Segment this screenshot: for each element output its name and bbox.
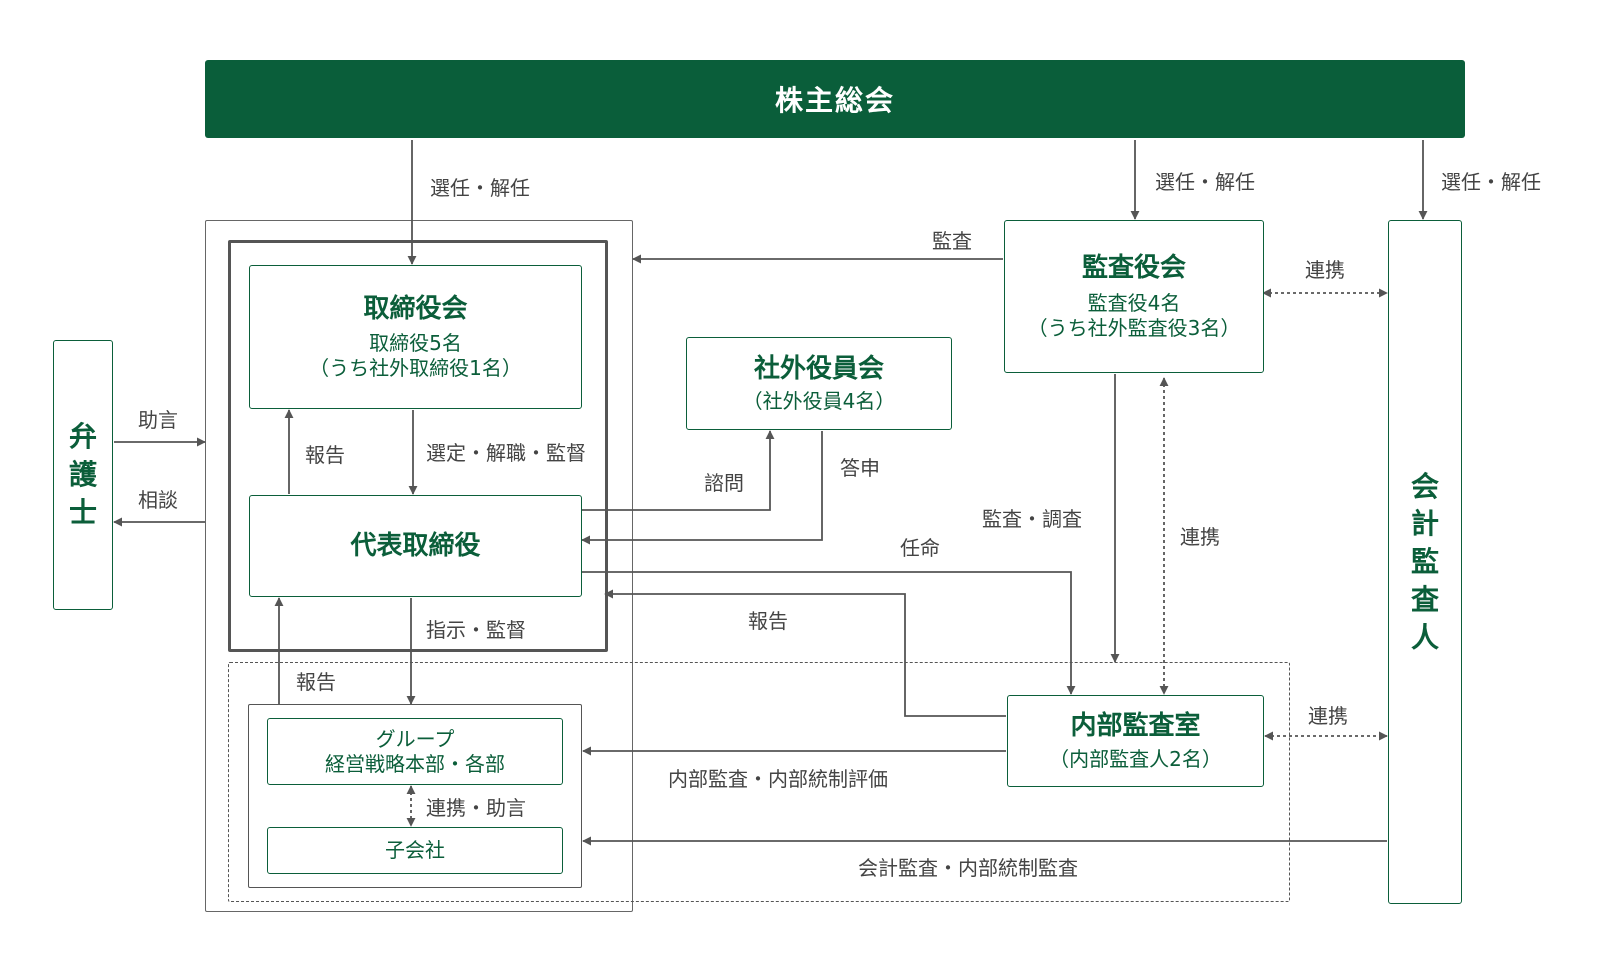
audit-board-count: 監査役4名 [1087, 290, 1181, 315]
subsidiaries-title: 子会社 [385, 838, 445, 862]
arrow-report-internal-to-rep [604, 589, 1006, 717]
subsidiaries-box: 子会社 [267, 827, 563, 874]
label-inquiry: 諮問 [704, 471, 744, 495]
label-elect-dismiss-board: 選任・解任 [430, 176, 530, 200]
label-internal-audit-control-eval: 内部監査・内部統制評価 [668, 767, 888, 791]
board-outside-count: （うち社外取締役1名） [309, 356, 522, 381]
arrow-answer [581, 431, 823, 545]
outside-officers-title: 社外役員会 [753, 353, 884, 384]
board-title: 取締役会 [363, 293, 468, 324]
internal-control-dashed-frame [228, 662, 1290, 902]
internal-audit-box: 内部監査室 （内部監査人2名） [1007, 695, 1264, 787]
label-select-dismiss-supervise: 選定・解職・監督 [426, 441, 586, 465]
label-coordination-audit-internal: 連携 [1180, 525, 1220, 549]
lawyer-label: 弁 護 士 [68, 420, 97, 529]
board-thick-frame [228, 240, 608, 652]
group-hq-line2: 経営戦略本部・各部 [325, 751, 505, 776]
audit-board-box: 監査役会 監査役4名 （うち社外監査役3名） [1004, 220, 1264, 373]
arrow-inquiry [582, 430, 775, 511]
label-appointment: 任命 [900, 536, 940, 560]
label-instruct-supervise: 指示・監督 [426, 618, 526, 642]
label-coordination-internal-accountant: 連携 [1308, 704, 1348, 728]
lawyer-box: 弁 護 士 [53, 340, 113, 610]
company-outer-frame [205, 220, 633, 912]
label-audit-investigation: 監査・調査 [982, 507, 1082, 531]
internal-audit-title: 内部監査室 [1070, 711, 1201, 742]
label-advice: 助言 [138, 408, 178, 432]
representative-director-box: 代表取締役 [249, 495, 582, 597]
arrow-appointment [582, 571, 1076, 695]
outside-officers-box: 社外役員会 （社外役員4名） [686, 337, 952, 430]
label-report-internal-to-rep: 報告 [748, 609, 788, 633]
label-report-to-board: 報告 [305, 443, 345, 467]
internal-audit-count: （内部監査人2名） [1049, 746, 1222, 771]
accounting-auditor-box: 会 計 監 査 人 [1388, 220, 1462, 904]
audit-board-outside-count: （うち社外監査役3名） [1027, 315, 1241, 340]
representative-director-title: 代表取締役 [350, 530, 481, 561]
label-elect-dismiss-accountant: 選任・解任 [1441, 170, 1541, 194]
board-of-directors-box: 取締役会 取締役5名 （うち社外取締役1名） [249, 265, 582, 409]
group-hq-box: グループ 経営戦略本部・各部 [267, 718, 563, 785]
group-hq-line1: グループ [375, 726, 455, 751]
outside-officers-count: （社外役員4名） [742, 389, 896, 414]
audit-board-title: 監査役会 [1081, 253, 1186, 284]
label-coordination-audit-accountant: 連携 [1305, 258, 1345, 282]
shareholders-meeting-banner: 株主総会 [205, 60, 1465, 138]
label-answer: 答申 [840, 456, 880, 480]
label-elect-dismiss-audit: 選任・解任 [1155, 170, 1255, 194]
label-report-group-to-rep: 報告 [296, 670, 336, 694]
label-accounting-internal-control-audit: 会計監査・内部統制監査 [858, 856, 1078, 880]
label-coordination-advice: 連携・助言 [426, 796, 526, 820]
accounting-auditor-label: 会 計 監 査 人 [1410, 469, 1439, 654]
board-count: 取締役5名 [369, 331, 462, 356]
label-consultation: 相談 [138, 488, 178, 512]
label-audit-to-board: 監査 [932, 229, 972, 253]
